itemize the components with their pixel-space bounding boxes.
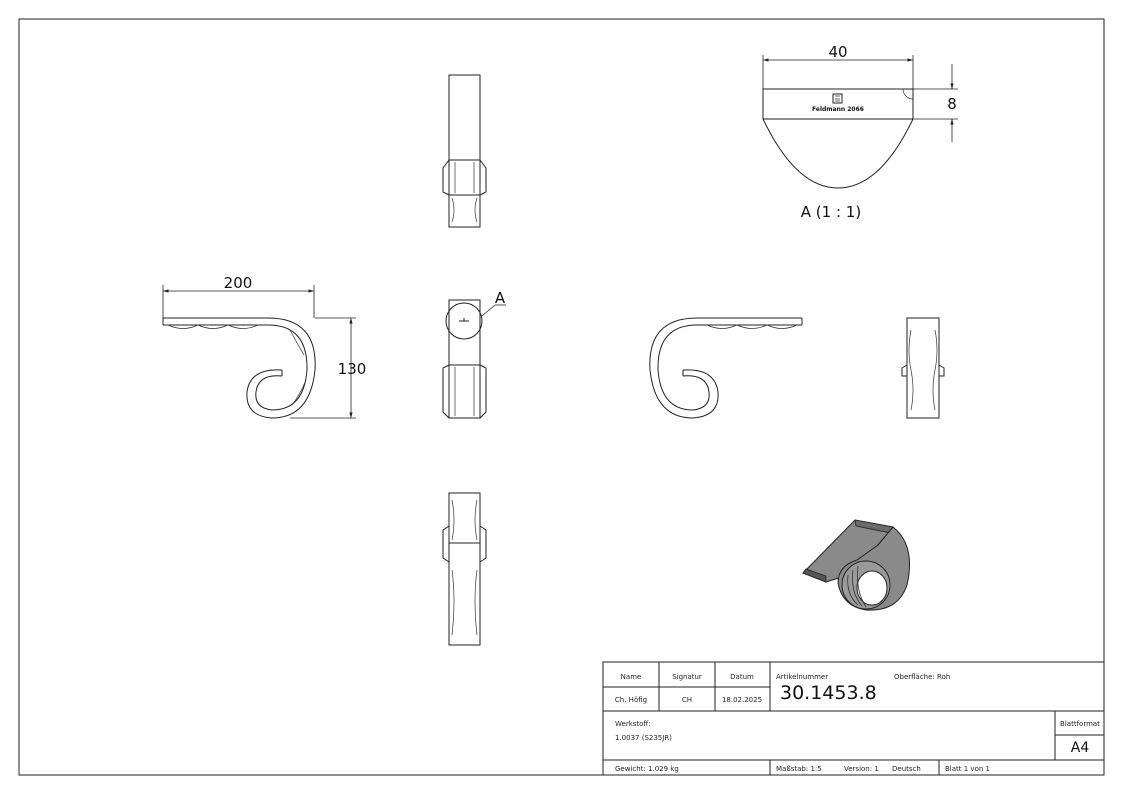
value-gewicht: Gewicht: 1.029 kg [615, 765, 679, 773]
detail-callout-letter: A [495, 289, 506, 307]
value-sprache: Deutsch [892, 765, 921, 773]
dim-detail-width: 40 [828, 43, 847, 61]
value-blatt: Blatt 1 von 1 [945, 765, 990, 773]
value-blattformat: A4 [1071, 740, 1090, 756]
rear-view [649, 317, 803, 419]
value-signatur: CH [682, 696, 692, 704]
value-datum: 18.02.2025 [722, 696, 762, 704]
detail-a-view: Feldmann 2066 40 8 A (1 : 1) [762, 43, 958, 221]
top-view [442, 74, 487, 228]
front-view: 200 130 [162, 274, 367, 419]
title-block: Name Signatur Datum Ch. Höfig CH 18.02.2… [602, 661, 1105, 776]
value-massstab: Maßstab: 1:5 [776, 765, 822, 773]
value-werkstoff: 1.0037 (S235JR) [615, 734, 672, 742]
sheet-border [18, 18, 1105, 776]
stamp-logo-icon [832, 93, 843, 104]
value-version: Version: 1 [844, 765, 879, 773]
value-name: Ch. Höfig [615, 696, 647, 704]
value-artikelnummer: 30.1453.8 [780, 682, 877, 704]
label-werkstoff: Werkstoff: [615, 720, 651, 728]
header-datum: Datum [730, 673, 754, 681]
bottom-view [442, 492, 487, 646]
isometric-view [802, 519, 910, 611]
dim-length: 200 [224, 274, 253, 292]
dim-height: 130 [338, 360, 367, 378]
value-oberflaeche: Oberfläche: Roh [894, 673, 950, 681]
header-name: Name [621, 673, 642, 681]
label-blattformat: Blattformat [1060, 720, 1100, 728]
right-side-view [901, 317, 945, 419]
side-view: A [442, 289, 506, 419]
header-signatur: Signatur [672, 673, 702, 681]
detail-stamp-text: Feldmann 2066 [812, 106, 864, 113]
dim-detail-thickness: 8 [947, 95, 957, 113]
label-artikelnummer: Artikelnummer [776, 673, 828, 681]
detail-callout-circle [445, 302, 483, 340]
detail-label: A (1 : 1) [801, 203, 861, 221]
